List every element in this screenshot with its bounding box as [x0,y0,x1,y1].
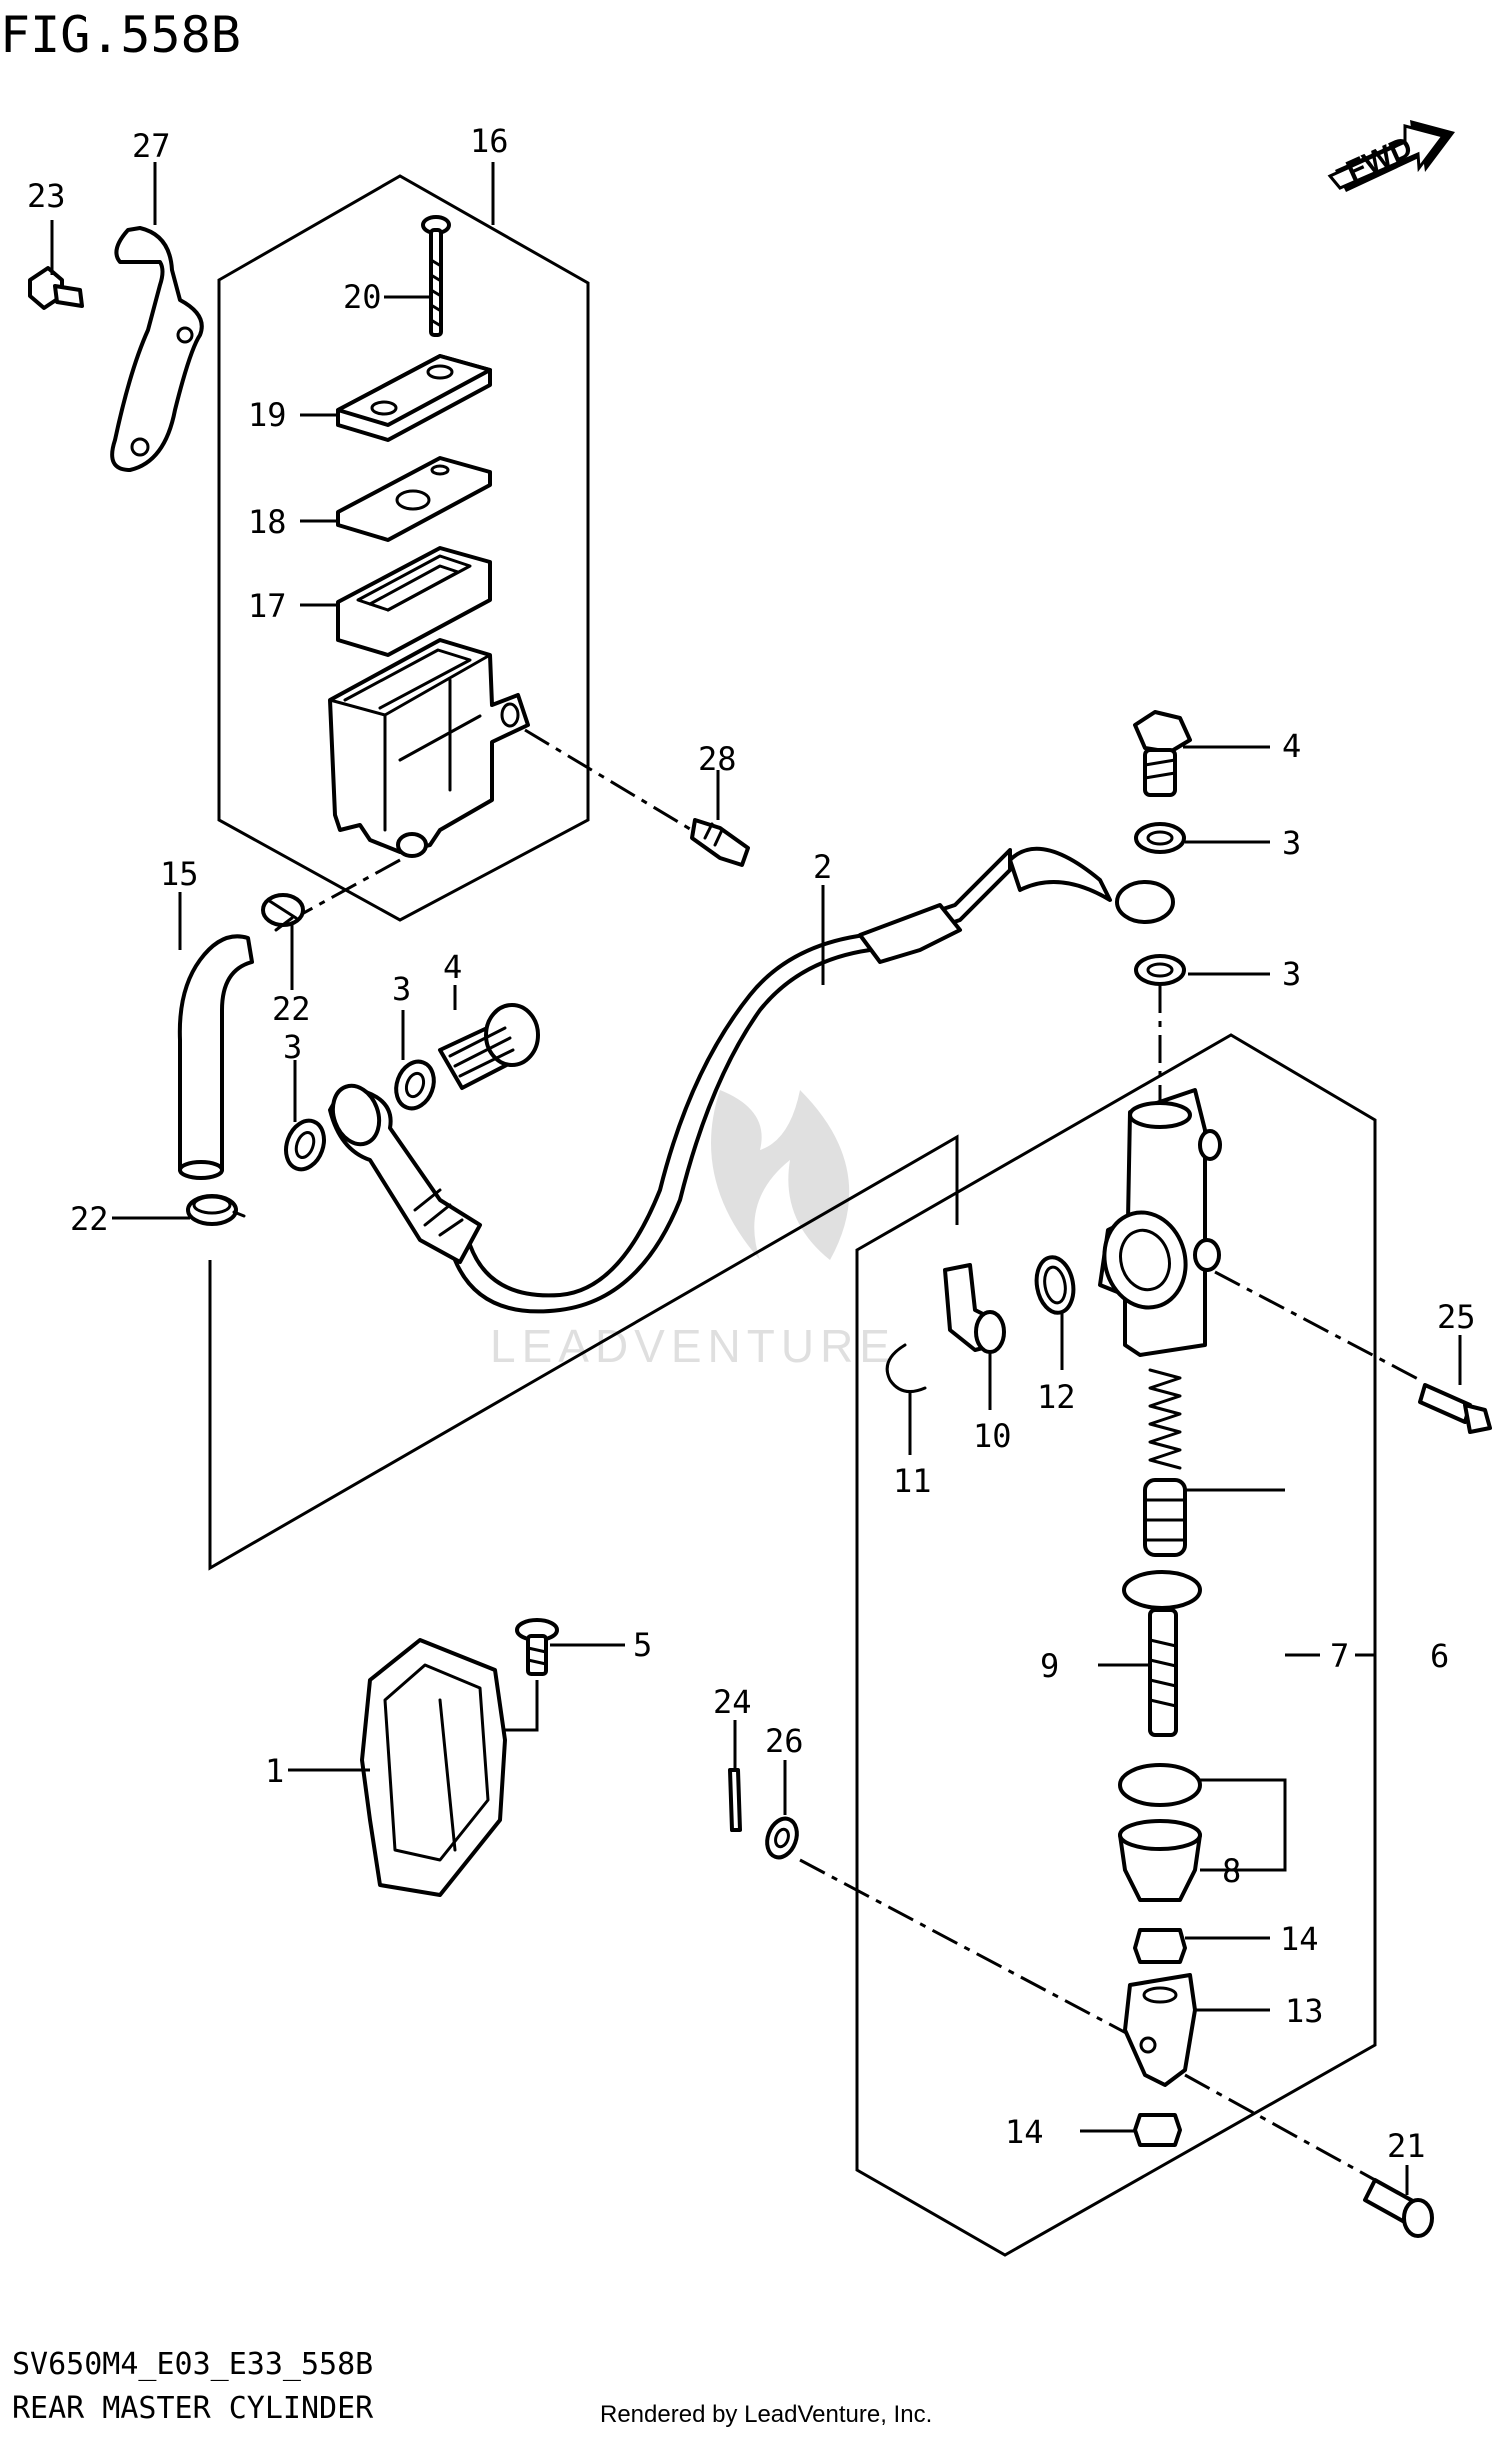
washer-26 [765,1816,799,1860]
cap-19 [336,354,492,442]
alignment-line-21 [1184,2073,1376,2182]
group-box-6 [855,1033,1377,2257]
callout-28: 28 [698,740,737,778]
master-cylinder-6 [1098,1088,1222,1357]
brake-hose-2 [328,846,1112,1314]
callout-3-lower-right: 3 [1282,955,1301,993]
screw-5 [515,1618,559,1676]
callout-1: 1 [265,1752,284,1790]
callout-3-left: 3 [283,1028,302,1066]
callout-3-middle: 3 [392,970,411,1008]
callout-17: 17 [248,587,287,625]
callout-14-upper: 14 [1280,1920,1319,1958]
alignment-line-28 [524,728,701,837]
piston-assembly-7 [1143,1478,1187,1557]
alignment-line-26 [799,1858,1131,2037]
callout-18: 18 [248,503,287,541]
callout-8: 8 [1222,1852,1241,1890]
washer-3-upper-right [1134,822,1186,854]
watermark-text: LEADVENTURE [490,1320,896,1372]
diaphragm-17 [336,546,492,657]
callout-25: 25 [1437,1298,1476,1336]
group-box-16 [217,174,590,922]
hose-15-end [178,1160,224,1180]
boot-8 [1118,1819,1202,1902]
plate-18 [336,456,492,542]
nut-14-upper [1133,1928,1187,1964]
callouts: 23 27 16 20 19 18 17 28 15 22 3 3 4 2 4 … [27,122,1476,2165]
union-bolt-4-right [1133,710,1192,797]
screw-20 [421,215,451,337]
oring-12 [1034,1255,1076,1315]
banjo-fitting [1115,880,1175,924]
washer-3-lower-right [1134,954,1186,986]
callout-5: 5 [633,1626,652,1664]
callout-12: 12 [1037,1378,1076,1416]
callout-21: 21 [1387,2127,1426,2165]
callout-16: 16 [470,122,509,160]
clamp-22-lower [186,1194,246,1226]
callout-4-left: 4 [443,948,462,986]
callout-9: 9 [1040,1647,1059,1685]
spring [1148,1368,1182,1470]
figure-title: FIG.558B [0,6,241,64]
callout-4-right: 4 [1282,727,1301,765]
alignment-line-22 [299,858,401,917]
model-code: SV650M4_E03_E33_558B [12,2347,373,2382]
bolt-25 [1418,1383,1492,1434]
callout-14-lower: 14 [1005,2113,1044,2151]
rendered-by: Rendered by LeadVenture, Inc. [600,2401,932,2428]
callout-22-lower: 22 [70,1200,109,1238]
clevis-pin-21 [1363,2178,1434,2238]
callout-7: 7 [1330,1637,1349,1675]
circlip-11 [885,1343,927,1394]
fwd-arrow-icon: FWD [1327,120,1455,192]
hose-15 [177,934,254,1172]
callout-15: 15 [160,855,199,893]
callout-19: 19 [248,396,287,434]
callout-26: 26 [765,1722,804,1760]
fwd-label: FWD [1341,130,1417,188]
diagram-title: REAR MASTER CYLINDER [12,2391,374,2426]
fitting-10 [943,1263,1006,1354]
callout-22-upper: 22 [272,990,311,1028]
leader-lines [50,162,1462,2195]
callout-20: 20 [343,278,382,316]
callout-2: 2 [813,848,832,886]
circlip [1118,1763,1202,1807]
pushrod-9 [1122,1570,1202,1737]
callout-23: 23 [27,177,66,215]
washer-3-left [284,1118,326,1172]
callout-11: 11 [893,1462,932,1500]
union-bolt-4-left [438,1003,540,1090]
clevis-13 [1123,1973,1197,2087]
callout-3-upper-right: 3 [1282,824,1301,862]
alignment-line-25 [1214,1270,1421,1382]
reservoir-body [328,638,530,858]
cover-1 [360,1638,507,1897]
callout-27: 27 [132,127,171,165]
washer-3-middle [394,1059,436,1111]
callout-6: 6 [1430,1637,1449,1675]
bolt-23 [28,266,84,310]
callout-13: 13 [1285,1992,1324,2030]
clamp-22-upper [261,893,305,932]
bracket-27 [110,226,204,472]
callout-10: 10 [973,1417,1012,1455]
bolt-28 [690,818,750,867]
hose-bracket-outline [208,1134,959,1571]
cotter-pin-24 [728,1768,742,1832]
callout-24: 24 [713,1683,752,1721]
nut-14-lower [1133,2113,1182,2147]
